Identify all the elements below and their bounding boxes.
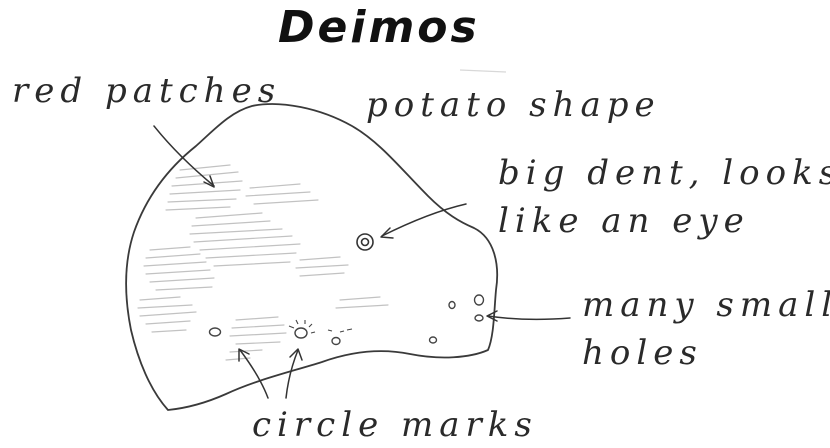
label-circle-marks: circle marks — [252, 404, 538, 446]
label-red-patches: red patches — [12, 70, 281, 112]
label-small-holes-line1: many small — [582, 284, 830, 326]
potato-outline — [126, 104, 497, 410]
label-big-dent-line2: like an eye — [498, 200, 750, 242]
label-small-holes-line2: holes — [582, 332, 703, 374]
label-potato-shape: potato shape — [366, 84, 661, 126]
big-dent-crater — [357, 234, 373, 250]
label-big-dent-line1: big dent, looks — [498, 152, 830, 194]
pencil-smudge — [460, 70, 506, 72]
small-hole-craters — [430, 295, 484, 343]
circle-mark-craters — [210, 320, 353, 345]
red-patch-shading — [138, 165, 388, 360]
page-title: Deimos — [278, 2, 480, 53]
